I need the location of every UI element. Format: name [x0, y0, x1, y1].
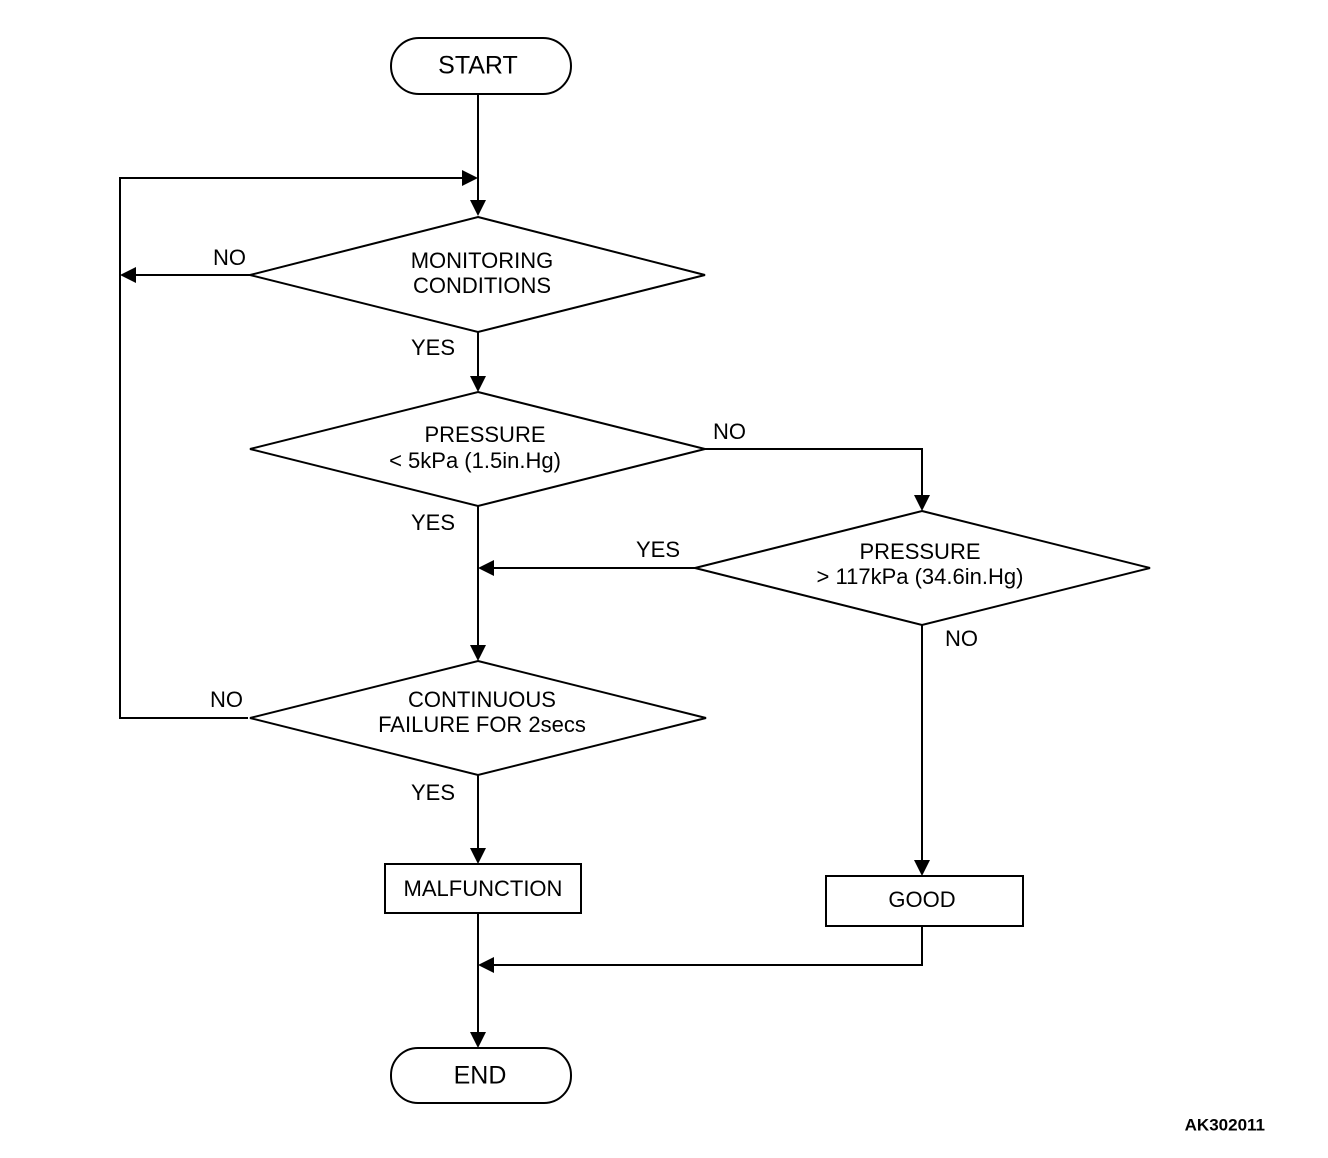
arrowhead — [120, 267, 136, 283]
arrowhead — [470, 848, 486, 864]
label-pressure-high-yes: YES — [636, 537, 680, 562]
edge-good-to-join — [492, 926, 923, 966]
label-continuous-yes: YES — [411, 780, 455, 805]
decision-continuous-line1: CONTINUOUS — [408, 687, 556, 712]
arrowhead — [470, 200, 486, 216]
edge-loopback — [119, 177, 466, 719]
decision-pressure-low-line1: PRESSURE — [424, 422, 545, 447]
edge-pressure-low-no — [705, 448, 923, 498]
label-pressure-low-no: NO — [713, 419, 746, 444]
arrowhead — [914, 495, 930, 511]
decision-monitoring-line1: MONITORING — [411, 248, 554, 273]
arrowhead — [470, 1032, 486, 1048]
label-pressure-high-no: NO — [945, 626, 978, 651]
arrowhead — [914, 860, 930, 876]
result-good-label: GOOD — [888, 887, 955, 912]
label-pressure-low-yes: YES — [411, 510, 455, 535]
arrowhead — [470, 376, 486, 392]
arrowhead — [478, 957, 494, 973]
result-malfunction-box: MALFUNCTION — [384, 863, 582, 914]
decision-pressure-high: PRESSURE > 117kPa (34.6in.Hg) — [694, 509, 1151, 627]
end-label: END — [454, 1062, 507, 1090]
end-terminal: END — [390, 1047, 572, 1104]
decision-monitoring-line2: CONDITIONS — [413, 273, 551, 298]
decision-pressure-high-line1: PRESSURE — [859, 539, 980, 564]
decision-pressure-low: PRESSURE < 5kPa (1.5in.Hg) — [249, 390, 706, 508]
decision-pressure-high-line2: > 117kPa (34.6in.Hg) — [817, 564, 1024, 589]
arrowhead — [478, 560, 494, 576]
decision-pressure-low-line2: < 5kPa (1.5in.Hg) — [389, 448, 561, 473]
arrowhead — [470, 645, 486, 661]
label-monitoring-yes: YES — [411, 335, 455, 360]
result-good-box: GOOD — [825, 875, 1024, 927]
decision-continuous-failure: CONTINUOUS FAILURE FOR 2secs — [249, 659, 707, 777]
decision-monitoring-conditions: MONITORING CONDITIONS — [249, 215, 706, 334]
result-malfunction-label: MALFUNCTION — [404, 876, 563, 901]
start-terminal: START — [390, 37, 572, 95]
arrowhead — [462, 170, 478, 186]
label-continuous-no: NO — [210, 687, 243, 712]
decision-continuous-line2: FAILURE FOR 2secs — [378, 712, 586, 737]
reference-code: AK302011 — [1185, 1115, 1265, 1134]
start-label: START — [438, 52, 518, 80]
label-monitoring-no: NO — [213, 245, 246, 270]
